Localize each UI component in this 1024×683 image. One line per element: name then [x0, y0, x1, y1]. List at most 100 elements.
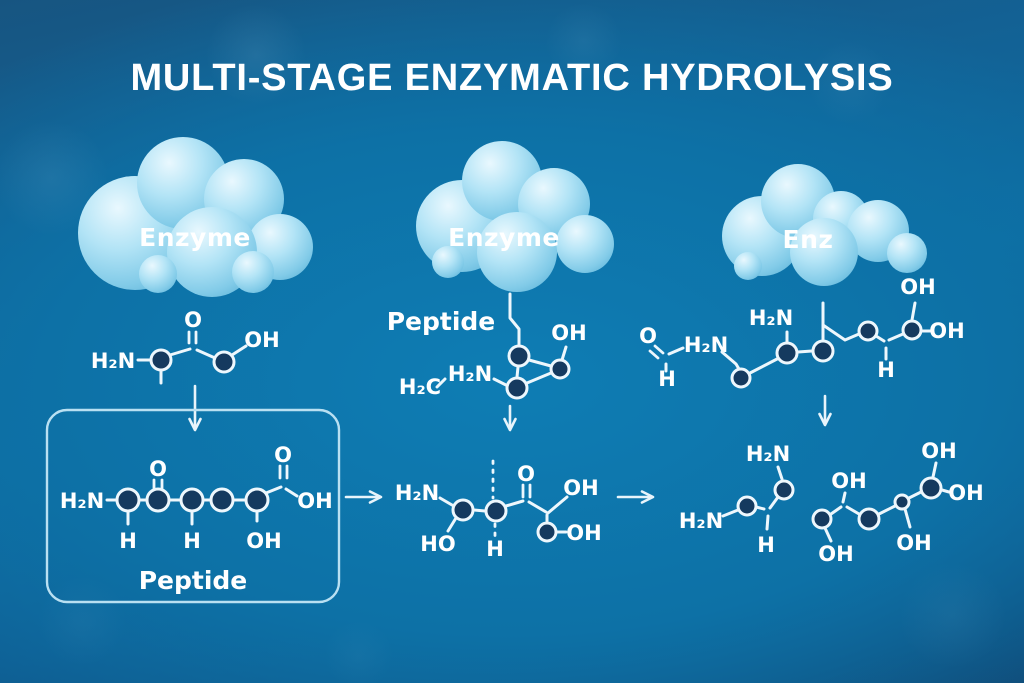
- bond: [796, 349, 814, 354]
- bond: [748, 356, 781, 375]
- atom-h2c: H₂C: [399, 375, 441, 399]
- bond: [195, 348, 217, 360]
- bond: [721, 508, 740, 518]
- molecule-stage2-product: H₂N HO H O OH OH: [395, 459, 602, 561]
- atom-oh: OH: [566, 521, 601, 545]
- bond: [472, 508, 487, 513]
- bond: [504, 499, 525, 508]
- molecule-stage3-product-right: OH OH OH OH OH: [811, 439, 984, 566]
- atom-node: [919, 476, 943, 500]
- double-bond: [648, 349, 660, 360]
- atom-h2n: H₂N: [749, 306, 793, 330]
- bond: [874, 334, 886, 343]
- bond: [446, 516, 458, 533]
- bond: [877, 504, 897, 516]
- bond: [903, 507, 912, 529]
- atom-node: [811, 339, 835, 363]
- bond: [492, 377, 508, 387]
- enzyme-cloud-1: Enzyme: [78, 137, 313, 297]
- peptide-box: H₂N H O H OH: [45, 408, 341, 604]
- bond: [765, 514, 770, 531]
- molecule-stage2-substrate: Peptide OH H₂C H₂N: [387, 292, 587, 400]
- bond: [527, 358, 553, 368]
- atom-node: [209, 487, 235, 513]
- atom-h: H: [486, 537, 504, 561]
- cloud-icon: [78, 137, 313, 297]
- cloud-icon: [722, 164, 927, 286]
- atom-oh: OH: [896, 531, 931, 555]
- peptide-box-frame: [45, 408, 341, 604]
- atom-o: O: [184, 308, 202, 332]
- atom-oh: OH: [900, 275, 935, 299]
- bond: [264, 485, 283, 495]
- atom-oh: OH: [244, 328, 279, 352]
- atom-oh: OH: [948, 481, 983, 505]
- bond: [515, 365, 520, 379]
- atom-h: H: [877, 358, 895, 382]
- atom-oh: OH: [818, 542, 853, 566]
- peptide-box-label: Peptide: [139, 566, 248, 595]
- cloud-label: Enz: [783, 225, 834, 254]
- atom-h: H: [119, 529, 137, 553]
- cloud-label: Enzyme: [139, 223, 251, 252]
- atom-o: O: [274, 443, 292, 467]
- atom-h: H: [183, 529, 201, 553]
- bond: [560, 345, 568, 362]
- bond: [931, 461, 938, 479]
- atom-oh: OH: [563, 476, 598, 500]
- bond: [823, 526, 833, 543]
- bond: [910, 301, 917, 322]
- atom-h2n: H₂N: [684, 333, 728, 357]
- atom-node: [115, 487, 141, 513]
- atom-node: [212, 350, 236, 374]
- atom-oh: OH: [921, 439, 956, 463]
- atom-node: [811, 508, 833, 530]
- atom-h2n: H₂N: [60, 489, 104, 513]
- molecule-stage1-substrate: H₂N O OH: [91, 308, 280, 385]
- bond: [940, 488, 951, 494]
- atom-node: [901, 319, 923, 341]
- atom-o: O: [639, 324, 657, 348]
- atom-node: [484, 499, 508, 523]
- atom-oh: OH: [297, 489, 332, 513]
- atom-oh: OH: [929, 319, 964, 343]
- molecule-peptide-chain: H₂N H O H OH: [60, 443, 333, 553]
- bond: [284, 487, 299, 498]
- atom-oh: OH: [246, 529, 281, 553]
- atom-node: [857, 320, 879, 342]
- atom-o: O: [517, 462, 535, 486]
- atom-node: [893, 493, 911, 511]
- bond: [168, 347, 192, 357]
- bond: [230, 344, 248, 357]
- atom-node: [507, 344, 531, 368]
- bond: [667, 346, 685, 356]
- bond: [821, 323, 861, 342]
- enzyme-cloud-3: Enz: [722, 164, 927, 286]
- atom-node: [145, 487, 171, 513]
- atom-node: [179, 487, 205, 513]
- bond: [776, 465, 784, 481]
- cloud-label: Enzyme: [448, 223, 560, 252]
- bond: [845, 505, 861, 516]
- bond: [435, 377, 447, 389]
- atom-h: H: [757, 533, 775, 557]
- molecule-stage3-product-left: H₂N H H₂N: [679, 442, 795, 557]
- atom-h2n: H₂N: [746, 442, 790, 466]
- bond: [546, 495, 569, 515]
- bond: [527, 500, 548, 514]
- stage2-substrate-label: Peptide: [387, 307, 496, 336]
- atom-node: [730, 367, 752, 389]
- atom-h2n: H₂N: [679, 509, 723, 533]
- atom-node: [149, 348, 173, 372]
- atom-ho: HO: [420, 532, 455, 556]
- bond: [720, 350, 741, 371]
- bond: [887, 332, 905, 342]
- bond: [525, 371, 553, 385]
- atom-node: [536, 521, 558, 543]
- atom-node: [505, 376, 529, 400]
- atom-oh: OH: [831, 469, 866, 493]
- bond: [438, 496, 454, 507]
- atom-node: [736, 495, 758, 517]
